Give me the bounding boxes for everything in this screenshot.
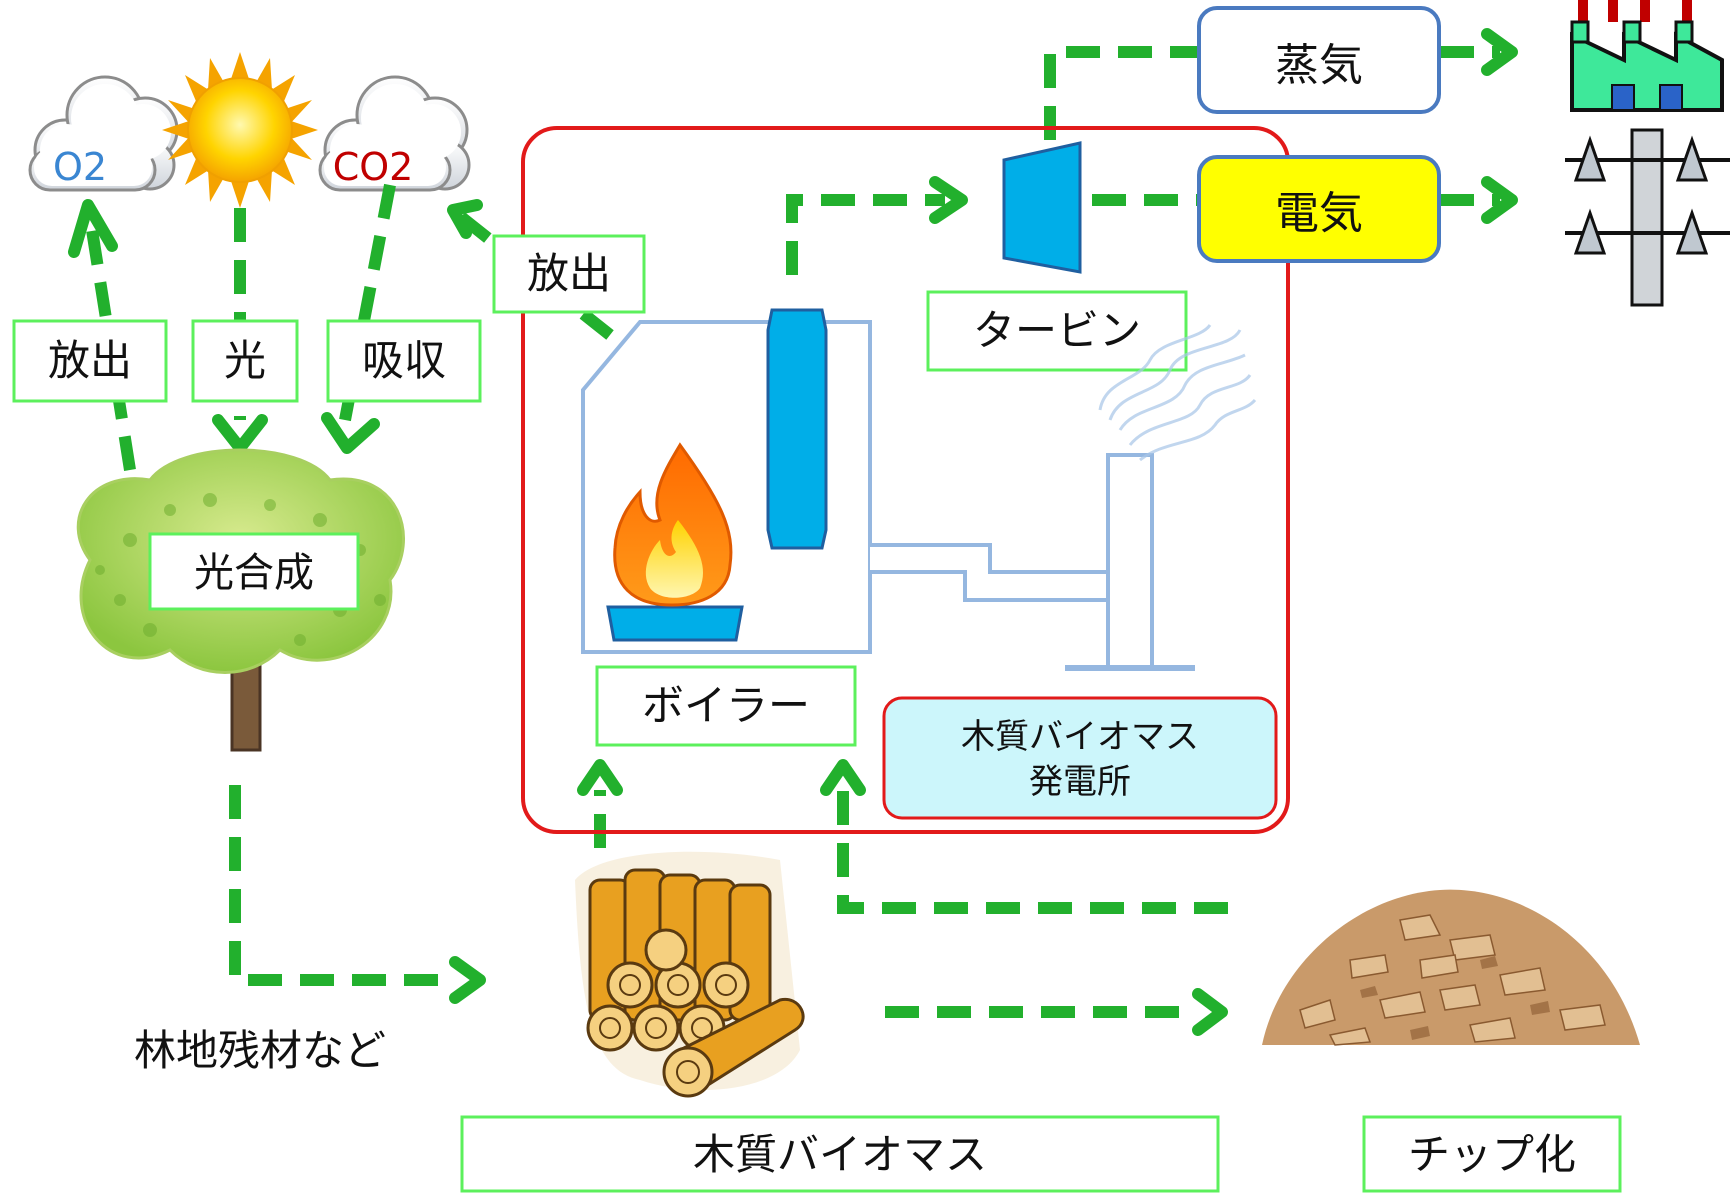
release-label-box-left: 放出 xyxy=(12,319,168,403)
wood-chips-icon xyxy=(1262,889,1640,1046)
power-plant-label-line2: 発電所 xyxy=(1029,762,1131,802)
release-label-left: 放出 xyxy=(48,336,132,385)
flame-icon xyxy=(613,442,733,607)
power-plant-label-box: 木質バイオマス 発電所 xyxy=(882,696,1278,820)
arrow-heads xyxy=(68,28,1518,1036)
log-pile-icon xyxy=(575,851,805,1098)
tree-to-logs-arrow xyxy=(229,785,450,986)
electricity-label: 電気 xyxy=(1275,188,1363,239)
boiler-to-turbine-arrow xyxy=(786,194,945,275)
absorb-co2-arrow xyxy=(339,183,396,422)
woody-biomass-label: 木質バイオマス xyxy=(693,1130,987,1179)
release-label-box-top: 放出 xyxy=(492,234,646,314)
electricity-label-box: 電気 xyxy=(1197,155,1441,263)
woody-biomass-label-box: 木質バイオマス xyxy=(460,1115,1220,1193)
power-plant-boundary xyxy=(521,126,1290,834)
chipping-label-box: チップ化 xyxy=(1362,1115,1622,1193)
release-co2-arrow xyxy=(451,207,614,340)
co2-cloud-icon xyxy=(318,75,471,192)
absorb-label: 吸収 xyxy=(362,336,446,385)
co2-text: CO2 xyxy=(333,145,414,189)
power-pylon-icon xyxy=(1565,128,1730,307)
turbine-label: タービン xyxy=(973,306,1141,355)
factory-icon xyxy=(1570,0,1724,112)
photosynthesis-label-box: 光合成 xyxy=(148,532,360,611)
steam-label-box: 蒸気 xyxy=(1197,6,1441,114)
o2-text: O2 xyxy=(53,145,107,189)
sun-icon xyxy=(162,52,318,208)
turbine-to-steam-arrow xyxy=(1044,46,1200,140)
turbine-label-box: タービン xyxy=(926,290,1188,372)
boiler-label-box: ボイラー xyxy=(595,665,857,747)
photosynthesis-label: 光合成 xyxy=(194,550,314,596)
chipping-label: チップ化 xyxy=(1408,1130,1576,1179)
o2-cloud-icon xyxy=(28,75,179,192)
absorb-label-box: 吸収 xyxy=(326,319,482,403)
boiler-label: ボイラー xyxy=(642,681,810,730)
smoke-icon xyxy=(1098,323,1257,462)
steam-label: 蒸気 xyxy=(1275,40,1363,91)
forest-residue-label: 林地残材など xyxy=(134,1026,386,1075)
steam-drum-icon xyxy=(766,308,828,550)
release-label-top: 放出 xyxy=(527,249,611,298)
light-label-box: 光 xyxy=(191,319,299,403)
light-label: 光 xyxy=(224,336,266,385)
power-plant-label-line1: 木質バイオマス xyxy=(961,717,1199,757)
turbine-icon xyxy=(1002,141,1082,274)
chips-to-boiler-arrow xyxy=(837,790,1228,914)
